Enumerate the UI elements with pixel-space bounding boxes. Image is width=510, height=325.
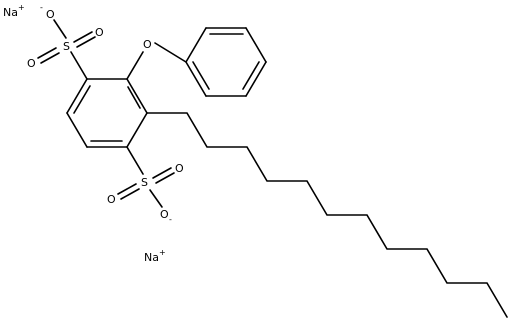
ring-double-bond [127, 86, 141, 109]
oxygen-top-left-label: O [27, 57, 36, 70]
ring-bond [126, 78, 148, 114]
oxygen-bottom-charge: - [169, 215, 172, 224]
c-s-bond [70, 51, 88, 80]
ring-double-bond [73, 85, 91, 114]
dodecyl-chain [146, 112, 508, 318]
s-o-bond [53, 19, 67, 39]
phenyl-bond [245, 27, 267, 63]
s-o-bond [149, 189, 163, 208]
s-o-double-bond [76, 36, 96, 48]
sodium-label-1: Na [3, 6, 18, 19]
s-o-double-bond [120, 188, 140, 200]
oxygen-bottom-left-label: O [107, 193, 116, 206]
atom-labels: Na + Na + S O - O O O S O O O - [3, 3, 184, 264]
oxygen-top-anion-label: O [46, 8, 55, 21]
phenyl-double-bond [242, 61, 260, 90]
oxygen-top-charge: - [40, 3, 43, 12]
sulfonate-top [37, 19, 96, 80]
oxygen-bottom-right-label: O [175, 162, 184, 175]
sodium-charge-2: + [159, 248, 166, 257]
s-o-double-bond [155, 172, 175, 184]
sulfonate-bottom [117, 146, 175, 208]
phenyl-bond [185, 27, 207, 63]
s-o-double-bond [152, 167, 172, 179]
oxygen-bottom-anion-label: O [160, 208, 169, 221]
oxygen-top-right-label: O [95, 26, 104, 39]
phenoxy-group [126, 27, 267, 97]
phenyl-bond [185, 61, 207, 97]
sulfur-top-label: S [63, 40, 70, 53]
s-o-double-bond [40, 52, 60, 64]
phenyl-double-bond [192, 61, 210, 90]
sulfur-bottom-label: S [141, 176, 148, 189]
ring-bond [126, 112, 148, 148]
s-o-double-bond [73, 31, 93, 43]
c-s-bond [126, 146, 144, 175]
phenyl-bond [245, 61, 267, 97]
s-o-double-bond [37, 47, 57, 59]
ring-bond [66, 112, 88, 148]
sodium-label-2: Na [144, 251, 159, 264]
ether-bond [126, 51, 144, 80]
ether-bond [154, 42, 187, 63]
ring-bond [66, 78, 88, 114]
central-benzene-ring [66, 78, 148, 148]
ether-oxygen-label: O [143, 38, 152, 51]
s-o-double-bond [117, 183, 137, 195]
sodium-charge-1: + [18, 3, 25, 12]
